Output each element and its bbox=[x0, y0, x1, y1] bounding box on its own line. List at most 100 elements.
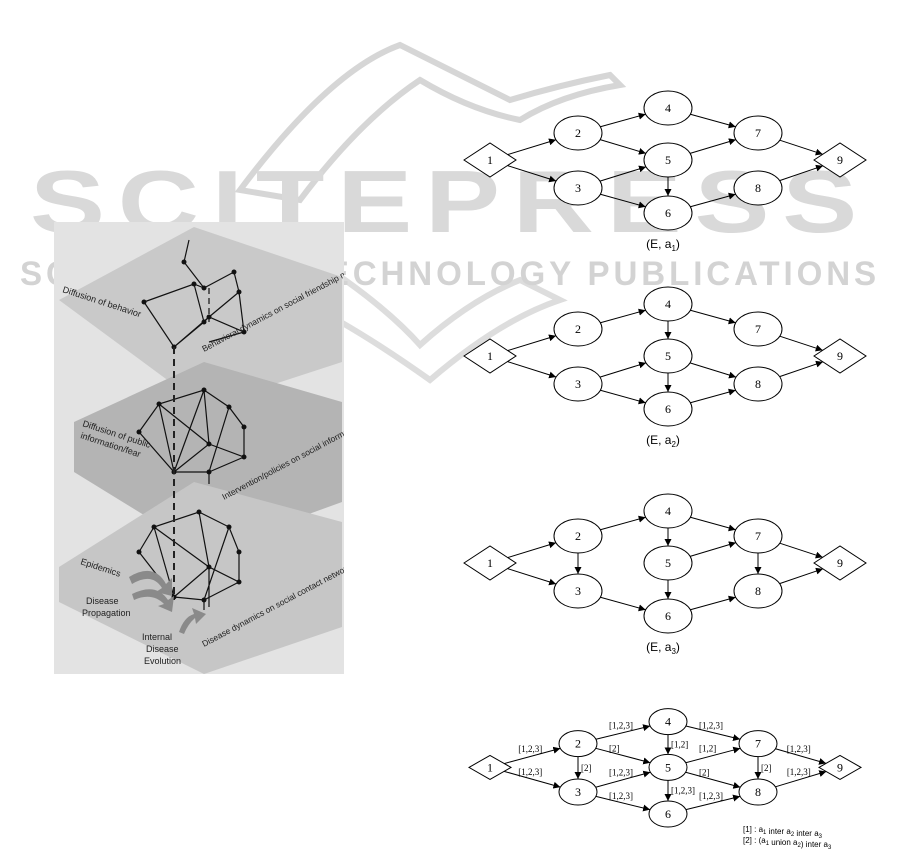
edge-6-8 bbox=[690, 595, 736, 611]
edge-4-7 bbox=[690, 309, 736, 325]
edge-3-6 bbox=[595, 795, 651, 812]
edge-1-2 bbox=[504, 746, 561, 765]
legend-line-2: [2] : (a1 union a2) inter a3 bbox=[743, 836, 832, 850]
node-2: 2 bbox=[553, 518, 603, 554]
node-4: 4 bbox=[643, 286, 693, 322]
node-label-4: 4 bbox=[665, 504, 671, 518]
edge-8-9 bbox=[779, 567, 824, 585]
edge-3-5 bbox=[595, 770, 651, 788]
node-7: 7 bbox=[733, 115, 783, 151]
node-label-2: 2 bbox=[575, 322, 581, 336]
edge-label-1-2: [1,2,3] bbox=[518, 744, 542, 754]
node-1: 1 bbox=[467, 754, 513, 780]
node-label-9: 9 bbox=[837, 760, 843, 774]
label-disease: Disease bbox=[86, 596, 119, 606]
caption-a3: (E, a3) bbox=[646, 640, 680, 656]
node-6: 6 bbox=[643, 195, 693, 231]
node-8: 8 bbox=[733, 170, 783, 206]
edge-label-7-8: [2] bbox=[761, 763, 772, 773]
layered-network-figure: Diffusion of behavior Behavioral dynamic… bbox=[54, 222, 344, 674]
node-label-6: 6 bbox=[665, 206, 671, 220]
edge-1-3 bbox=[507, 568, 557, 586]
node-label-1: 1 bbox=[487, 556, 493, 570]
edge-5-7 bbox=[685, 746, 741, 764]
node-3: 3 bbox=[558, 778, 598, 806]
edge-3-6 bbox=[600, 389, 646, 405]
node-5: 5 bbox=[643, 142, 693, 178]
node-label-9: 9 bbox=[837, 349, 843, 363]
merged-legend: [1] : a1 inter a2 inter a3 [2] : (a1 uni… bbox=[743, 825, 832, 850]
caption-a1: (E, a1) bbox=[646, 237, 680, 253]
node-label-6: 6 bbox=[665, 807, 671, 821]
edge-5-7 bbox=[689, 541, 737, 557]
edge-label-5-7: [1,2] bbox=[699, 744, 716, 754]
node-4: 4 bbox=[648, 708, 688, 736]
node-label-4: 4 bbox=[665, 715, 671, 729]
node-label-3: 3 bbox=[575, 785, 581, 799]
edge-7-9 bbox=[775, 748, 827, 765]
node-label-5: 5 bbox=[665, 760, 671, 774]
node-label-1: 1 bbox=[487, 760, 493, 774]
edge-2-4 bbox=[595, 724, 651, 740]
node-label-8: 8 bbox=[755, 584, 761, 598]
node-9: 9 bbox=[813, 545, 867, 581]
edge-2-4 bbox=[600, 308, 646, 324]
node-7: 7 bbox=[738, 730, 778, 758]
watermark-book-curve bbox=[298, 247, 568, 384]
node-3: 3 bbox=[553, 573, 603, 609]
edge-8-9 bbox=[779, 164, 824, 182]
edge-label-2-3: [2] bbox=[581, 763, 592, 773]
node-2: 2 bbox=[553, 311, 603, 347]
node-3: 3 bbox=[553, 170, 603, 206]
node-2: 2 bbox=[553, 115, 603, 151]
node-1: 1 bbox=[463, 142, 517, 178]
node-label-4: 4 bbox=[665, 297, 671, 311]
edge-label-2-4: [1,2,3] bbox=[609, 721, 633, 731]
caption-a2: (E, a2) bbox=[646, 433, 680, 449]
edge-1-3 bbox=[507, 165, 557, 183]
edge-label-4-7: [1,2,3] bbox=[699, 721, 723, 731]
edge-6-8 bbox=[685, 794, 741, 811]
node-label-6: 6 bbox=[665, 609, 671, 623]
edge-7-9 bbox=[779, 335, 823, 352]
edge-5-7 bbox=[689, 138, 737, 154]
watermark-book-swoosh bbox=[234, 41, 627, 204]
edge-1-2 bbox=[507, 138, 557, 156]
edge-label-5-8: [2] bbox=[699, 768, 710, 778]
node-5: 5 bbox=[643, 338, 693, 374]
node-label-7: 7 bbox=[755, 529, 761, 543]
node-label-8: 8 bbox=[755, 181, 761, 195]
label-internal: Internal bbox=[142, 632, 172, 642]
edge-5-8 bbox=[685, 771, 741, 789]
edge-7-9 bbox=[779, 139, 823, 156]
layer-top-plane bbox=[59, 227, 342, 407]
edge-label-3-5: [1,2,3] bbox=[609, 768, 633, 778]
node-1: 1 bbox=[463, 545, 517, 581]
edge-1-3 bbox=[507, 361, 557, 379]
edge-6-8 bbox=[690, 388, 736, 404]
node-7: 7 bbox=[733, 518, 783, 554]
node-label-2: 2 bbox=[575, 737, 581, 751]
label-evolution: Evolution bbox=[144, 656, 181, 666]
edge-2-4 bbox=[600, 515, 646, 531]
node-label-1: 1 bbox=[487, 153, 493, 167]
graph-merged: [1,2,3] [1,2,3] [2] [1,2,3] [2] [1,2,3] [1,2,3… bbox=[467, 708, 863, 828]
edge-label-2-5: [2] bbox=[609, 744, 620, 754]
node-label-5: 5 bbox=[665, 556, 671, 570]
node-label-7: 7 bbox=[755, 737, 761, 751]
node-9: 9 bbox=[813, 142, 867, 178]
node-5: 5 bbox=[648, 753, 688, 781]
node-1: 1 bbox=[463, 338, 517, 374]
network-mid-nodes bbox=[136, 387, 247, 475]
node-label-7: 7 bbox=[755, 126, 761, 140]
edge-2-5 bbox=[599, 139, 647, 155]
graph-a3: 1 2 3 4 5 6 7 8 9 bbox=[463, 493, 867, 634]
node-6: 6 bbox=[643, 391, 693, 427]
node-label-1: 1 bbox=[487, 349, 493, 363]
node-label-5: 5 bbox=[665, 153, 671, 167]
node-8: 8 bbox=[733, 573, 783, 609]
edge-7-9 bbox=[779, 542, 823, 559]
edge-3-5 bbox=[599, 165, 647, 182]
edge-label-3-6: [1,2,3] bbox=[609, 791, 633, 801]
edge-2-5 bbox=[595, 747, 651, 765]
